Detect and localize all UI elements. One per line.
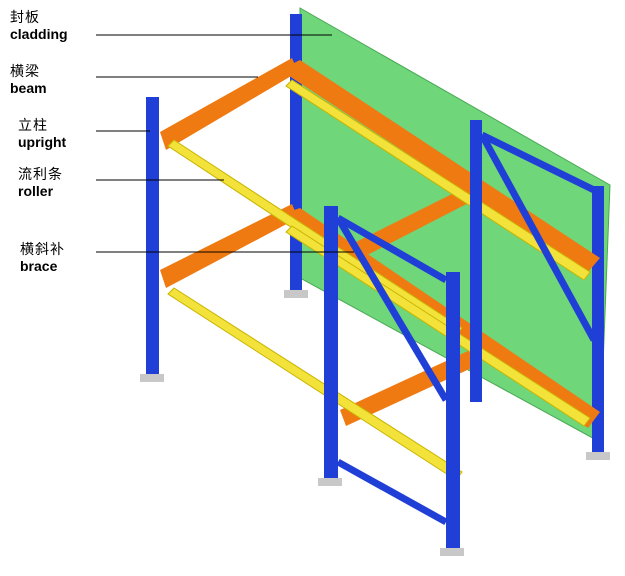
- brace-front-bottom: [336, 458, 448, 526]
- beam-mid-front: [340, 180, 486, 266]
- upright-right-back-front: [470, 120, 482, 402]
- brace-right-frame-top: [480, 131, 596, 194]
- base-plate: [586, 452, 610, 460]
- base-plate: [140, 374, 164, 382]
- roller-lower-back: [285, 225, 591, 427]
- upright-back-left: [290, 14, 302, 296]
- base-plate: [284, 290, 308, 298]
- label-roller-en: roller: [18, 183, 54, 200]
- roller-upper-back: [285, 79, 591, 281]
- label-beam-en: beam: [10, 80, 47, 97]
- label-roller: 流利条 roller: [18, 167, 63, 199]
- beam-top-left: [160, 58, 298, 150]
- label-upright: 立柱 upright: [18, 118, 66, 150]
- upright-left-front: [146, 97, 159, 379]
- label-beam-zh: 横梁: [10, 64, 40, 80]
- brace-front-diagonal: [334, 216, 450, 402]
- label-upright-zh: 立柱: [18, 118, 48, 134]
- brace-right-frame: [478, 133, 598, 342]
- label-brace-en: brace: [20, 258, 58, 275]
- label-brace-zh: 横斜补: [20, 242, 65, 258]
- label-upright-en: upright: [18, 134, 67, 151]
- roller-lower: [167, 287, 463, 481]
- beam-low-front: [340, 350, 476, 426]
- label-brace: 横斜补 brace: [20, 242, 65, 274]
- beam-top-long: [280, 60, 600, 272]
- label-cladding-zh: 封板: [10, 10, 40, 26]
- base-plate: [318, 478, 342, 486]
- label-cladding: 封板 cladding: [10, 10, 68, 42]
- upright-back-right: [592, 186, 604, 456]
- beam-bottom-left: [160, 204, 298, 288]
- brace-front-top: [336, 214, 448, 284]
- label-cladding-en: cladding: [10, 26, 68, 43]
- label-beam: 横梁 beam: [10, 64, 47, 96]
- base-plate: [440, 548, 464, 556]
- upright-front-left: [324, 206, 338, 482]
- label-roller-zh: 流利条: [18, 167, 63, 183]
- upright-front-right: [446, 272, 460, 554]
